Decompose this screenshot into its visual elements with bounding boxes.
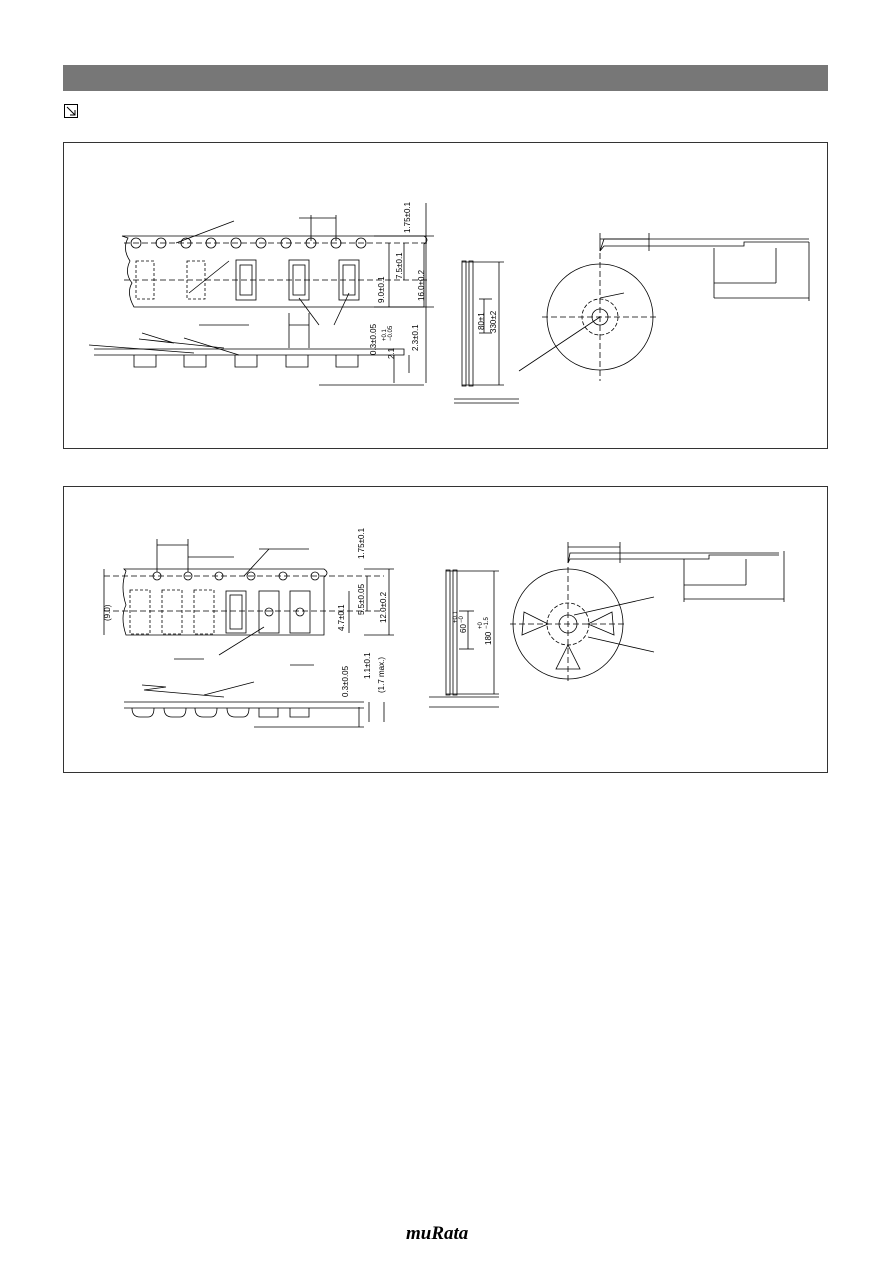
dim-2-c: 4.7±0.1 <box>337 604 346 631</box>
dim-1-c: 9.0±0.1 <box>377 276 386 303</box>
dim-2-e: (9.0) <box>103 604 112 621</box>
dim-2-j-tol-dn: −1.5 <box>484 616 490 629</box>
arrow-down-right-icon <box>64 104 78 118</box>
tape-reel-drawing-2: 1.75±0.1 5.5±0.05 4.7±0.1 12.0±0.2 (9.0)… <box>103 527 785 728</box>
dim-2-j-tol-up: +0 <box>478 621 484 629</box>
dim-2-b: 5.5±0.05 <box>357 583 366 615</box>
drawing-panel-1: 1.75±0.1 7.5±0.1 9.0±0.1 16.0±0.2 0.3±0.… <box>63 142 828 449</box>
carrier-tape-outline <box>121 235 428 308</box>
tape-reel-drawing-1: 1.75±0.1 7.5±0.1 9.0±0.1 16.0±0.2 0.3±0.… <box>88 201 810 404</box>
dim-1-e: 0.3±0.05 <box>369 323 378 355</box>
dim-2-i-tol-up: +0.1 <box>453 610 459 623</box>
dim-1-g: 2.3±0.1 <box>411 324 420 351</box>
dim-1-h: 80±1 <box>477 312 486 330</box>
section-title-bar <box>63 65 828 91</box>
dim-1-i: 330±2 <box>489 310 498 333</box>
svg-text:muRata: muRata <box>406 1223 469 1244</box>
carrier-tape-outline <box>122 568 328 636</box>
dim-1-f-tol-up: +0.1 <box>382 328 388 341</box>
dim-2-i: 60 <box>459 624 468 633</box>
dim-2-d: 12.0±0.2 <box>379 591 388 623</box>
dim-2-j: 180 <box>484 631 493 645</box>
dim-1-b: 7.5±0.1 <box>395 252 404 279</box>
dim-1-f: 2.1 <box>387 347 396 359</box>
dim-2-g: 1.1±0.1 <box>363 652 372 679</box>
dim-1-a: 1.75±0.1 <box>403 201 412 233</box>
dim-2-i-tol-dn: −0 <box>459 615 465 623</box>
drawing-panel-2: 1.75±0.1 5.5±0.05 4.7±0.1 12.0±0.2 (9.0)… <box>63 486 828 773</box>
dim-2-h: (1.7 max.) <box>377 657 386 693</box>
sprocket-holes <box>130 237 367 249</box>
murata-logo: muRata <box>406 1223 469 1244</box>
dim-2-f: 0.3±0.05 <box>341 665 350 697</box>
dim-2-a: 1.75±0.1 <box>357 527 366 559</box>
dim-1-f-tol-dn: −0.05 <box>388 325 394 341</box>
dim-1-d: 16.0±0.2 <box>417 269 426 301</box>
